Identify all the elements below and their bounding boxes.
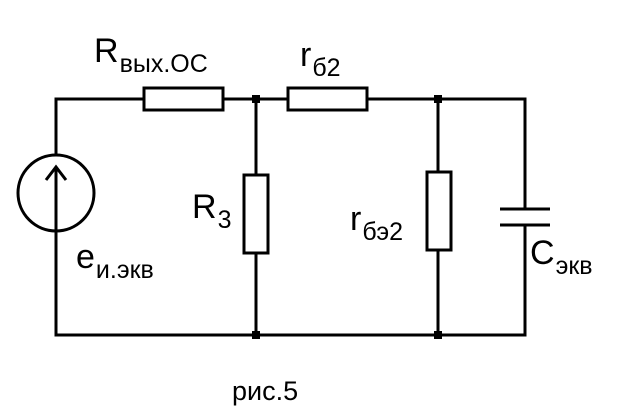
source-arrow-head: [44, 164, 68, 181]
label-r-out-fb-main: R: [94, 32, 119, 70]
wires: [54, 97, 527, 337]
label-e-source: eи.экв: [76, 238, 154, 283]
label-r-b2-sub: б2: [312, 54, 341, 82]
label-r-be2-main: r: [350, 200, 362, 238]
label-c-eq: Cэкв: [530, 234, 593, 279]
junction-dots: [252, 95, 442, 339]
label-c-eq-sub: экв: [555, 252, 593, 280]
resistor-r3: [242, 173, 270, 255]
label-r-b2: rб2: [300, 36, 341, 81]
label-r3: R3: [192, 188, 231, 233]
label-e-source-sub: и.экв: [95, 256, 154, 284]
label-r-be2: rбэ2: [350, 200, 403, 245]
components: [16, 86, 550, 255]
label-r-b2-main: r: [300, 36, 312, 74]
label-r-out-fb: Rвых.ОС: [94, 32, 208, 77]
junction-dot: [252, 331, 260, 339]
label-e-source-main: e: [76, 238, 95, 276]
figure-caption: рис.5: [232, 376, 299, 406]
label-r-out-fb-sub: вых.ОС: [119, 50, 208, 78]
label-r3-main: R: [192, 188, 217, 226]
junction-dot: [252, 95, 260, 103]
resistor-r-b2: [286, 86, 369, 112]
resistor-r-out-fb: [142, 86, 225, 112]
label-r-be2-sub: бэ2: [362, 218, 404, 246]
label-c-eq-main: C: [530, 234, 555, 272]
label-r3-sub: 3: [217, 206, 232, 234]
junction-dot: [434, 331, 442, 339]
resistor-r-be2: [425, 170, 453, 252]
junction-dot: [434, 95, 442, 103]
